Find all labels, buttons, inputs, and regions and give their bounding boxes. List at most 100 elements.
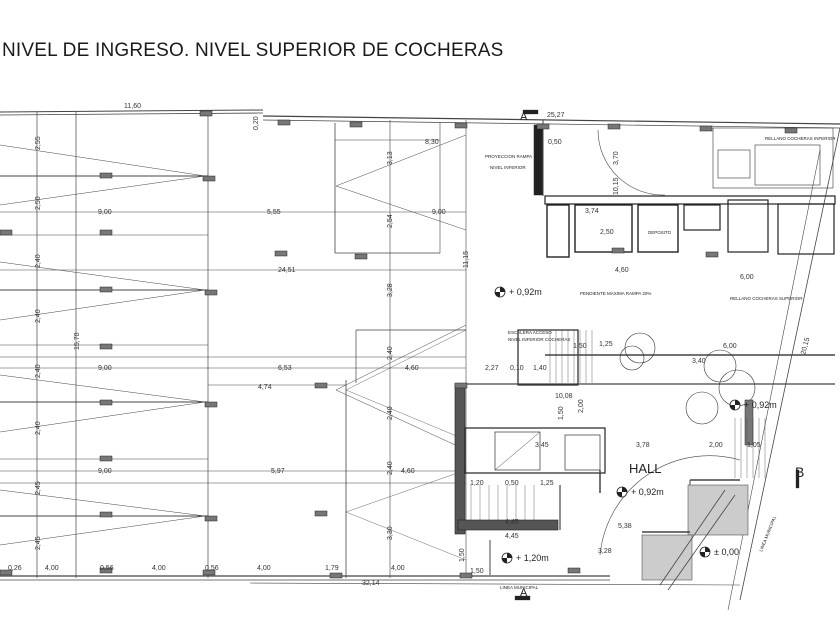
label-linea-municipal-2: LINEA MUNICIPAL <box>758 515 777 553</box>
dimension-label: 2,54 <box>387 214 394 228</box>
plan-line <box>345 511 467 561</box>
plan-wall <box>712 127 834 189</box>
level-marker: + 0,92m <box>494 286 542 298</box>
section-mark-b: B <box>795 464 804 480</box>
column <box>99 455 113 462</box>
level-label: ± 0,00 <box>714 547 739 557</box>
dimension-label: 0,56 <box>100 565 114 572</box>
dimension-label: 1,25 <box>540 480 554 487</box>
dimension-label: 6,53 <box>278 365 292 372</box>
dimension-label: 32,14 <box>362 580 380 587</box>
dimension-label: 3,28 <box>387 283 394 297</box>
plan-line <box>667 494 736 591</box>
plan-wall <box>544 195 836 205</box>
dimension-label: 3,45 <box>535 442 549 449</box>
label-pendiente: PENDIENTE MAXIMA RAMPA 20% <box>580 291 651 296</box>
plan-line <box>0 489 206 517</box>
level-marker: + 0,92m <box>729 399 777 411</box>
dimension-label: 2,50 <box>35 196 42 210</box>
level-symbol-fill <box>617 487 627 497</box>
dimension-label: 1,50 <box>459 548 466 562</box>
dimension-label: 5,38 <box>618 523 632 530</box>
plan-line <box>0 175 206 206</box>
column <box>536 123 550 130</box>
dimension-label: 6,00 <box>723 343 737 350</box>
column <box>0 569 13 576</box>
dimension-label: 10,08 <box>555 393 573 400</box>
plan-line <box>739 127 840 601</box>
plan-wall <box>574 204 633 253</box>
plan-wall <box>641 534 693 581</box>
level-symbol-fill <box>495 287 505 297</box>
plan-wall <box>727 199 769 253</box>
column <box>202 569 216 576</box>
plan-line <box>0 144 206 177</box>
dimension-label: 1,79 <box>325 565 339 572</box>
dimension-label: 0,20 <box>253 116 260 130</box>
level-label: + 0,92m <box>631 487 664 497</box>
plan-wall <box>533 124 544 196</box>
column <box>314 510 328 517</box>
plan-line <box>0 109 264 113</box>
dimension-label: 2,40 <box>387 346 394 360</box>
column <box>784 127 798 134</box>
plan-title: NIVEL DE INGRESO. NIVEL SUPERIOR DE COCH… <box>2 40 504 61</box>
plan-line <box>0 374 206 403</box>
plan-lines <box>0 109 840 611</box>
dimension-label: 2,50 <box>600 229 614 236</box>
dimension-label: 6,00 <box>740 274 754 281</box>
dimension-label: 9,00 <box>98 209 112 216</box>
dimension-label: 9,00 <box>98 365 112 372</box>
dimension-label: 4,45 <box>505 533 519 540</box>
column <box>99 343 113 350</box>
label-escalera: ESCALERA ACCESO <box>508 330 552 335</box>
dimension-label: 3,30 <box>387 526 394 540</box>
column <box>199 110 213 117</box>
column <box>277 119 291 126</box>
plan-line <box>0 515 206 546</box>
dimension-label: 2,40 <box>35 421 42 435</box>
room-hall: HALL <box>629 461 662 476</box>
dimension-label: 4,00 <box>152 565 166 572</box>
dimension-label: 9,00 <box>432 209 446 216</box>
dimension-label: 2,27 <box>485 365 499 372</box>
dimension-label: 4,60 <box>405 365 419 372</box>
plan-line <box>345 389 467 441</box>
plan-line <box>494 431 541 471</box>
dimension-label: 3,40 <box>692 358 706 365</box>
section-mark-a-bottom: A <box>520 587 528 599</box>
column <box>274 250 288 257</box>
plan-wall <box>754 144 821 186</box>
plan-wall <box>795 469 800 489</box>
dimension-label: 24,51 <box>278 267 296 274</box>
dimension-label: 0,56 <box>205 565 219 572</box>
dimension-label: 3,13 <box>387 151 394 165</box>
column <box>204 515 218 522</box>
door-swing <box>599 455 741 556</box>
plan-wall <box>546 204 570 258</box>
plan-wall <box>777 203 835 255</box>
dimension-label: 4,60 <box>615 267 629 274</box>
dimension-label: 1,50 <box>470 568 484 575</box>
column <box>329 572 343 579</box>
plan-line <box>0 112 264 116</box>
level-label: + 0,92m <box>509 287 542 297</box>
plan-wall <box>683 204 721 231</box>
plan-line <box>335 185 467 231</box>
section-mark-a-top: A <box>520 111 528 123</box>
dimension-label: 4,45 <box>505 519 519 526</box>
dimension-label: 1,40 <box>533 365 547 372</box>
column <box>314 382 328 389</box>
dimension-label: 11,60 <box>124 103 141 110</box>
dimension-label: 3,78 <box>636 442 650 449</box>
plan-wall <box>564 434 601 471</box>
dimension-label: 1,25 <box>599 341 613 348</box>
dimension-label: 4,00 <box>45 565 59 572</box>
dimension-label: 3,70 <box>613 151 620 165</box>
dimension-label: 1,50 <box>573 343 587 350</box>
plan-wall <box>637 204 679 253</box>
dimension-label: 25,27 <box>547 112 565 119</box>
plan-line <box>335 324 467 391</box>
plan-line <box>0 261 206 291</box>
dimension-label: 2,40 <box>35 364 42 378</box>
